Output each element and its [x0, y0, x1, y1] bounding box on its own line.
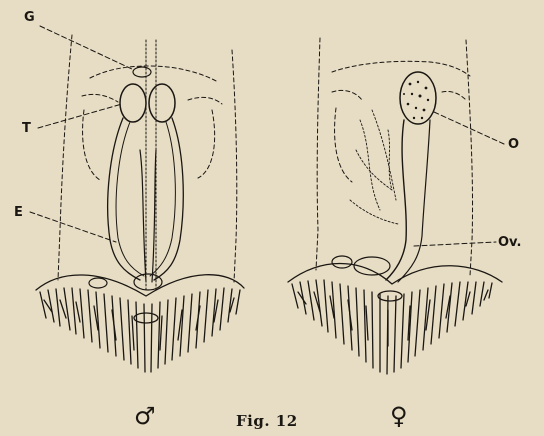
label-e: E — [14, 206, 23, 219]
leader-e — [30, 212, 116, 242]
label-g: G — [24, 11, 35, 24]
female-oviduct-inner — [398, 120, 430, 282]
male-body — [30, 26, 244, 372]
female-gland-left — [332, 256, 352, 268]
female-body — [288, 38, 504, 374]
male-genital-opening — [134, 313, 158, 323]
leader-ov — [414, 242, 496, 246]
female-hair-tuft — [288, 264, 502, 375]
male-vas-right — [154, 118, 183, 280]
male-ejaculatory-duct — [140, 150, 156, 282]
male-gland-center — [134, 274, 162, 290]
male-hair-tuft — [36, 275, 244, 372]
leader-t — [38, 104, 122, 128]
female-ovary-texture — [403, 81, 429, 119]
female-genital-opening — [378, 291, 402, 301]
male-ganglion — [133, 67, 151, 77]
figure-caption: Fig. 12 — [236, 412, 298, 430]
male-spine — [146, 40, 156, 290]
label-t: T — [22, 122, 31, 135]
female-fat-body — [350, 110, 398, 224]
male-vas-left-inner — [116, 122, 144, 276]
leader-o — [434, 112, 504, 144]
male-body-outline — [58, 35, 237, 282]
leader-g — [40, 26, 134, 70]
label-o: O — [508, 138, 519, 151]
male-gland-left — [89, 278, 107, 288]
male-testis-left — [120, 84, 146, 122]
female-ovary — [400, 72, 436, 124]
female-body-outline — [316, 38, 473, 276]
female-symbol: ♀ — [390, 404, 408, 428]
male-symbol: ♂ — [134, 404, 156, 428]
male-testis-right — [149, 84, 175, 122]
label-ov: Ov. — [498, 236, 521, 249]
